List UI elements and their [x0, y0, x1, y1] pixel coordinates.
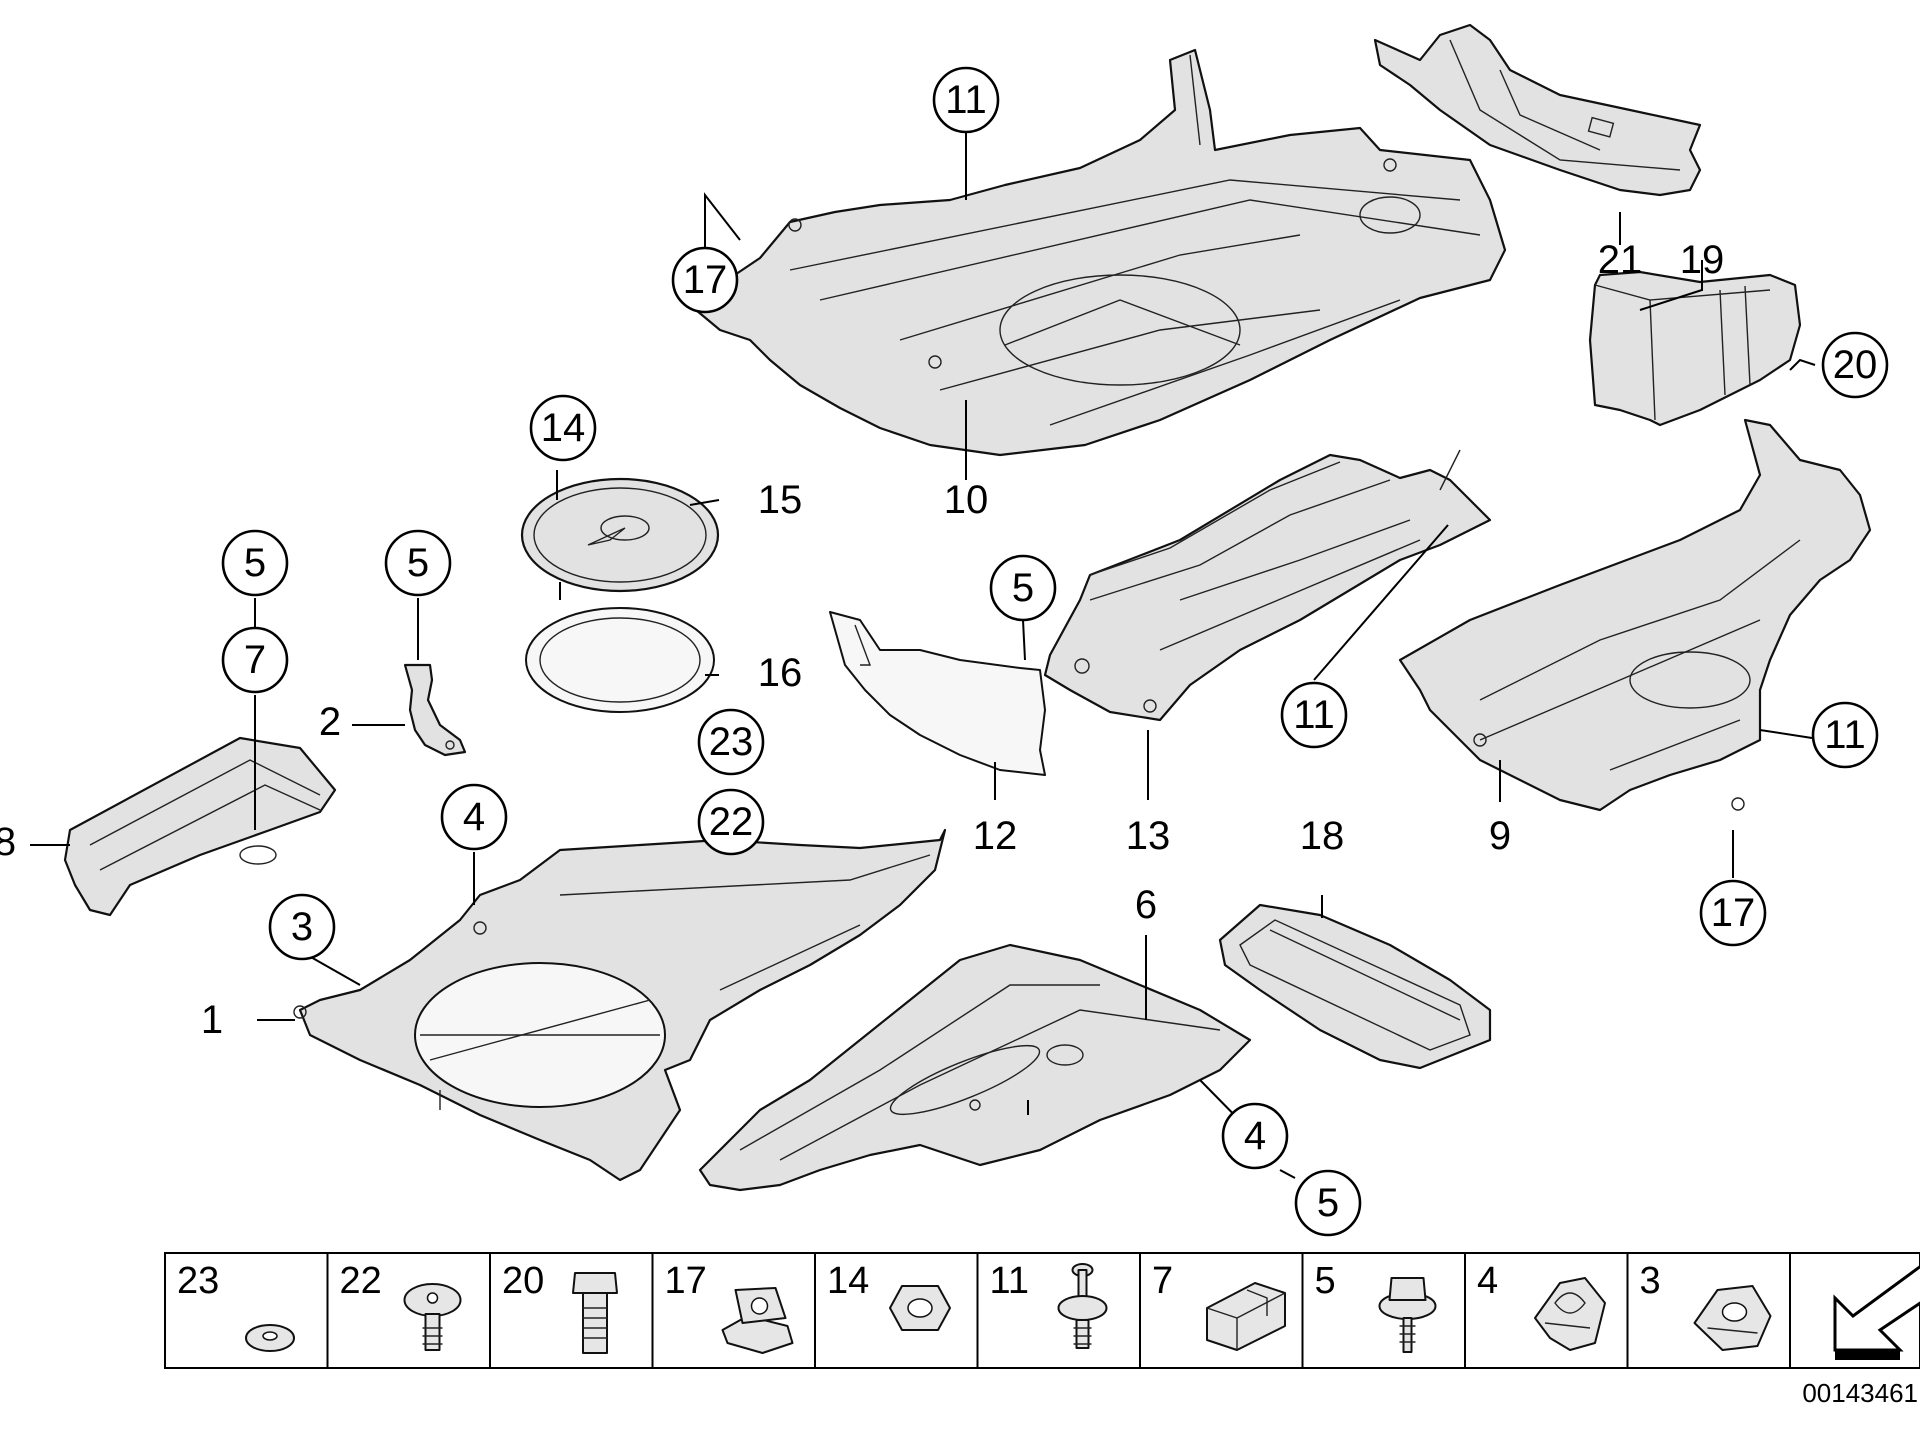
callout-3: 3 [268, 893, 336, 961]
label-9: 9 [1489, 814, 1511, 858]
clip-nut-icon [721, 1287, 794, 1354]
svg-text:5: 5 [407, 541, 429, 585]
hardware-cell: 14 [827, 1260, 951, 1331]
svg-text:14: 14 [541, 406, 586, 450]
expanding-rivet-icon [403, 1283, 462, 1351]
hardware-number: 11 [990, 1260, 1029, 1302]
callout-22: 22 [697, 788, 765, 856]
hardware-cell: 17 [665, 1260, 794, 1354]
hardware-cell: 23 [177, 1260, 295, 1352]
callout-17-top: 17 [671, 246, 739, 314]
label-18: 18 [1300, 814, 1345, 858]
part-16-seal-ring [525, 607, 715, 713]
callout-7: 7 [221, 626, 289, 694]
part-19-duct-box [1588, 270, 1802, 427]
spring-clip-icon [1534, 1277, 1606, 1351]
svg-text:3: 3 [291, 905, 313, 949]
svg-text:20: 20 [1833, 343, 1878, 387]
hardware-cell: 20 [502, 1260, 618, 1354]
hardware-number: 14 [827, 1260, 869, 1302]
svg-text:4: 4 [1244, 1114, 1266, 1158]
callout-5-a: 5 [221, 529, 289, 597]
part-12-shield [829, 611, 1046, 776]
part-numbers: 10 21 19 15 16 2 8 12 13 9 18 6 1 [0, 238, 1724, 1042]
part-21-bracket [1373, 23, 1702, 197]
part-15-cover-plate [520, 477, 720, 593]
callout-4-b: 4 [1221, 1102, 1289, 1170]
callout-11-top: 11 [932, 66, 1000, 134]
hex-bolt-icon [572, 1272, 618, 1354]
hardware-number: 3 [1640, 1260, 1661, 1302]
hardware-number: 4 [1477, 1260, 1498, 1302]
label-15: 15 [758, 478, 803, 522]
part-10-underbody-panel [688, 48, 1507, 457]
callout-20: 20 [1821, 331, 1889, 399]
svg-text:5: 5 [1012, 566, 1034, 610]
label-8: 8 [0, 820, 16, 864]
part-6-center-bottom-panel [698, 943, 1252, 1192]
callout-4-a: 4 [440, 783, 508, 851]
label-12: 12 [973, 814, 1018, 858]
svg-text:5: 5 [244, 541, 266, 585]
label-6: 6 [1135, 883, 1157, 927]
label-19: 19 [1680, 238, 1725, 282]
hardware-cell: 5 [1315, 1260, 1437, 1353]
hex-nut-icon [889, 1285, 951, 1331]
label-21: 21 [1598, 238, 1643, 282]
callout-5-b: 5 [384, 529, 452, 597]
svg-text:5: 5 [1317, 1181, 1339, 1225]
svg-text:23: 23 [709, 720, 754, 764]
leader-lines [30, 100, 1816, 1179]
hardware-cell: 7 [1152, 1260, 1286, 1351]
label-16: 16 [758, 651, 803, 695]
part-8-rail [63, 736, 337, 917]
callout-5-d: 5 [1294, 1169, 1362, 1237]
callout-23: 23 [697, 708, 765, 776]
label-1: 1 [201, 998, 223, 1042]
hardware-cell [1833, 1264, 1920, 1360]
callout-11-mid: 11 [1280, 681, 1348, 749]
callout-bubbles: 11 17 14 5 7 5 5 11 20 11 17 23 22 4 3 4… [221, 66, 1889, 1237]
part-1-front-panel [293, 828, 947, 1182]
flange-screw-icon [1378, 1277, 1437, 1353]
spacer-block-icon [1206, 1282, 1286, 1351]
hardware-number: 22 [340, 1260, 382, 1302]
drawing-reference-number: 00143461 [1802, 1378, 1918, 1408]
label-2: 2 [319, 700, 341, 744]
washer-icon [245, 1324, 295, 1352]
svg-text:17: 17 [1711, 891, 1756, 935]
hardware-table: 23 22 20 17 14 11 7 5 4 3 [164, 1252, 1920, 1369]
label-10: 10 [944, 478, 989, 522]
clip-icon [1693, 1285, 1772, 1351]
svg-text:7: 7 [244, 638, 266, 682]
svg-text:11: 11 [945, 78, 987, 122]
callout-14: 14 [529, 394, 597, 462]
direction-arrow-icon [1833, 1264, 1920, 1360]
hardware-number: 7 [1152, 1260, 1173, 1302]
callout-17-right: 17 [1699, 879, 1767, 947]
hardware-cell: 22 [340, 1260, 462, 1351]
hardware-cell: 3 [1640, 1260, 1772, 1351]
svg-text:11: 11 [1293, 693, 1335, 737]
svg-text:22: 22 [709, 800, 754, 844]
part-9-right-panel [1398, 418, 1872, 812]
plastic-rivet-icon [1057, 1263, 1108, 1349]
label-13: 13 [1126, 814, 1171, 858]
callout-5-c: 5 [989, 554, 1057, 622]
svg-text:4: 4 [463, 795, 485, 839]
hardware-number: 23 [177, 1260, 219, 1302]
svg-text:17: 17 [683, 258, 728, 302]
part-18-plate [1218, 903, 1492, 1070]
callout-11-right: 11 [1811, 701, 1879, 769]
hardware-cell: 4 [1477, 1260, 1606, 1351]
part-2-bracket [403, 663, 467, 757]
part-13-center-panel [1043, 449, 1492, 722]
hardware-number: 5 [1315, 1260, 1336, 1302]
hardware-cell: 11 [990, 1260, 1108, 1349]
hardware-number: 20 [502, 1260, 544, 1302]
hardware-number: 17 [665, 1260, 707, 1302]
svg-text:11: 11 [1824, 713, 1866, 757]
